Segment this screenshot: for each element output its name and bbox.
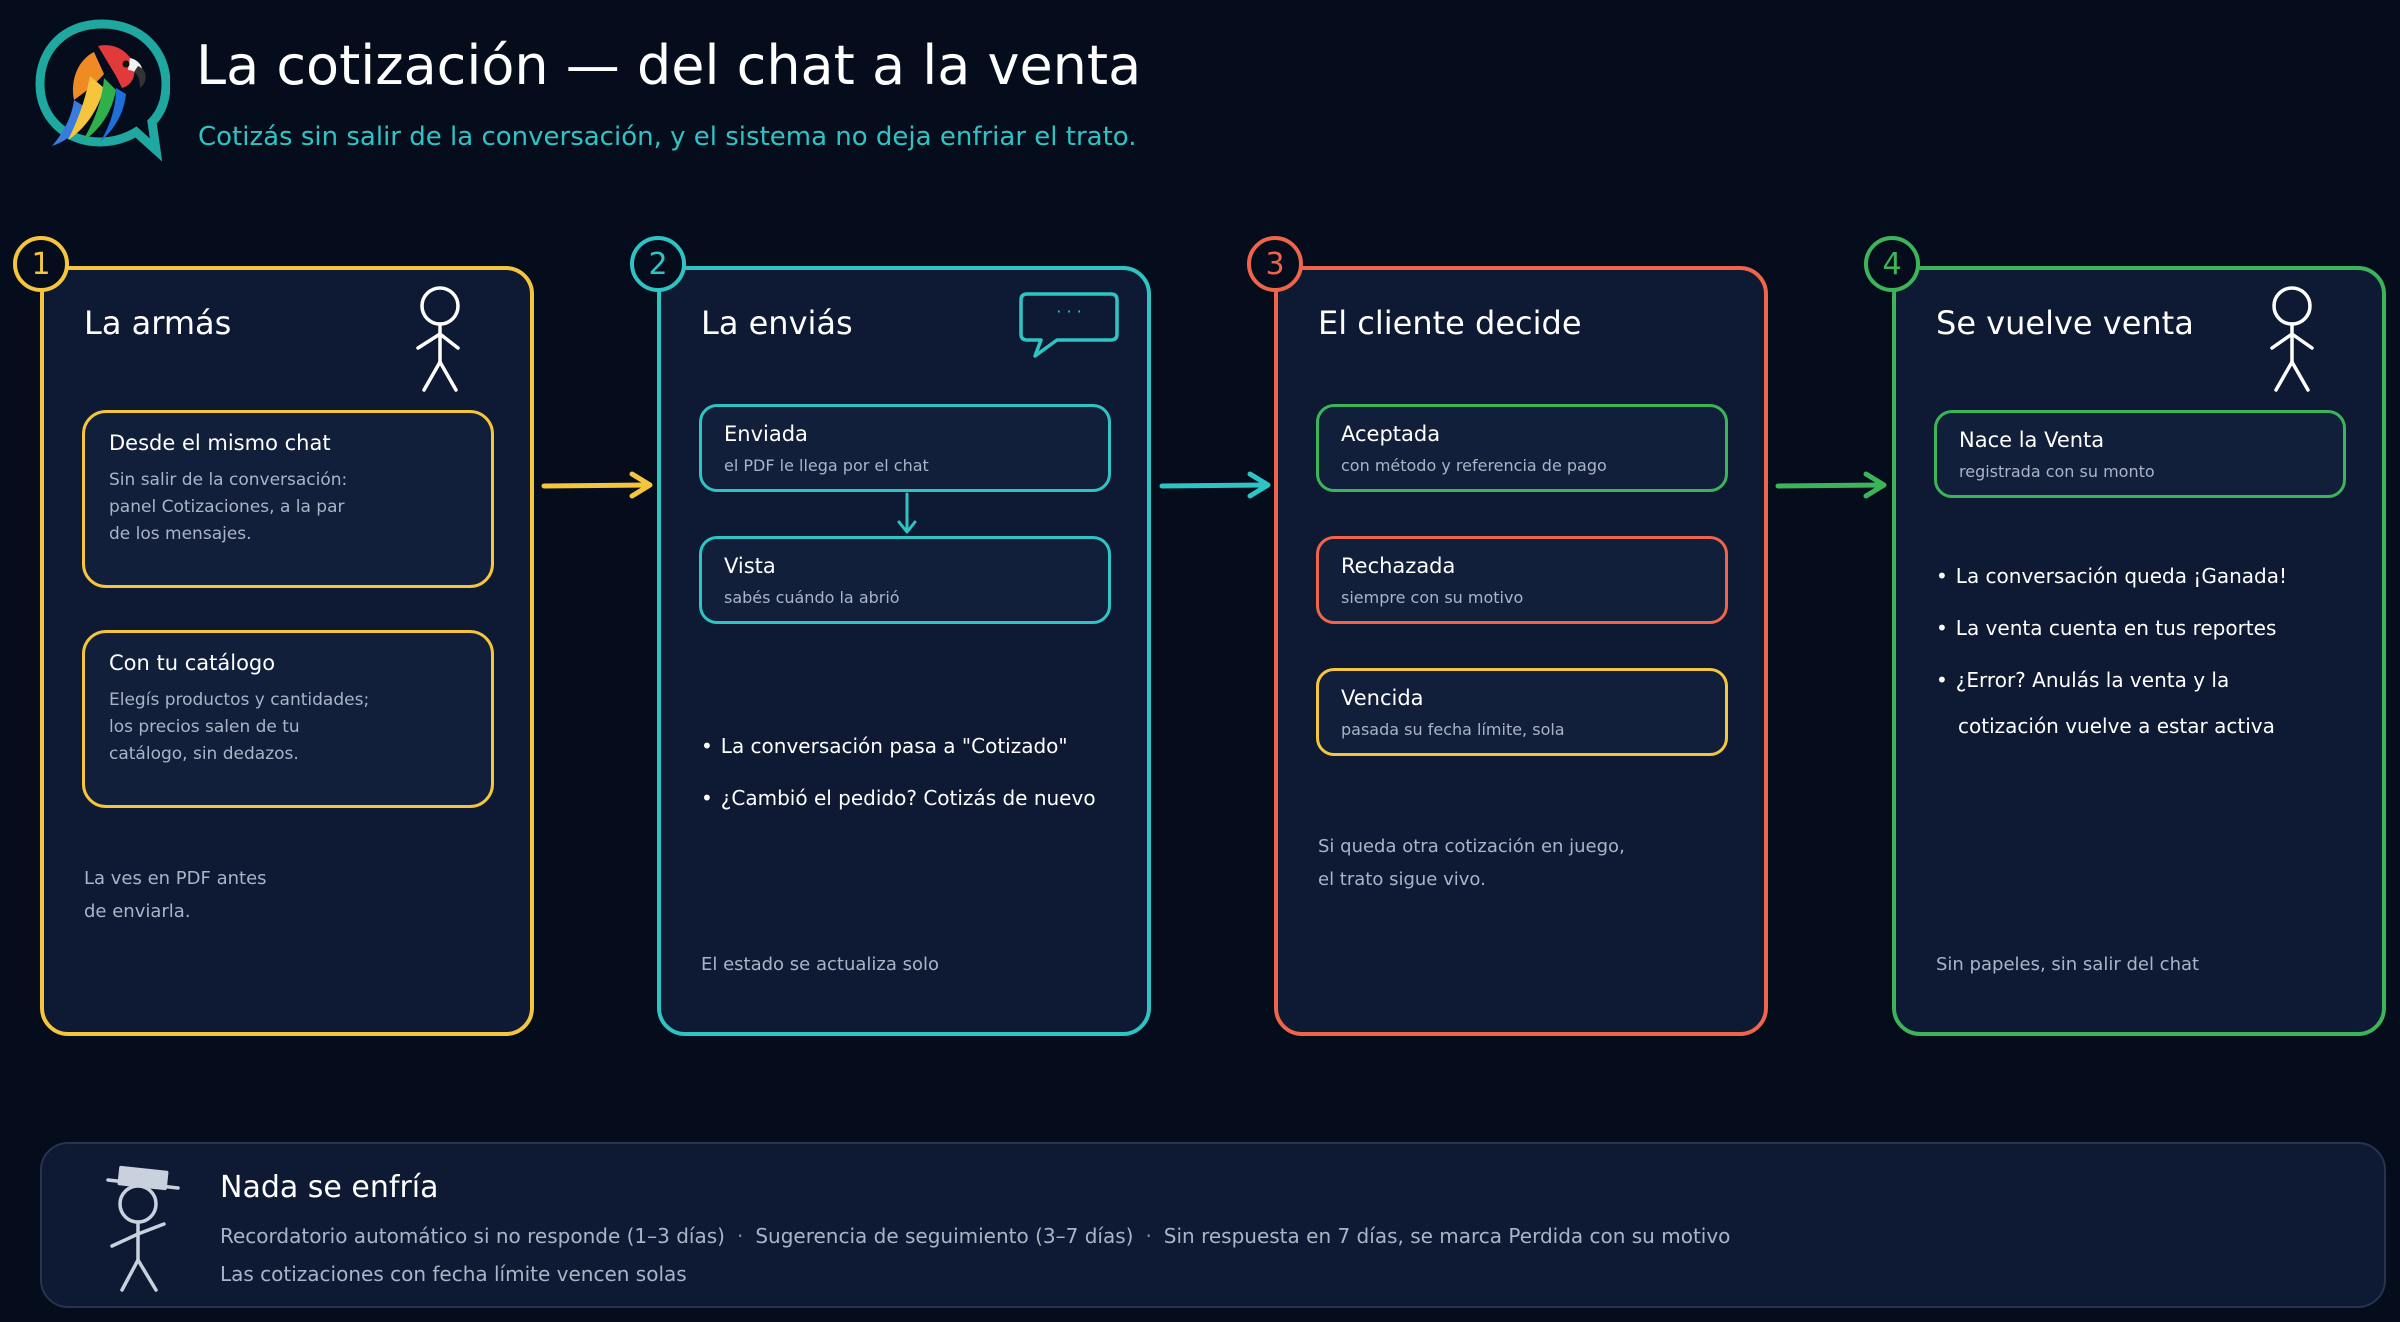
bottom-title: Nada se enfría — [220, 1170, 439, 1205]
step-title: El cliente decide — [1318, 304, 1582, 342]
reminder-line: Recordatorio automático si no responde (… — [220, 1224, 1730, 1248]
step-number-1: 1 — [13, 236, 69, 292]
box-line: Sin salir de la conversación: — [109, 470, 348, 490]
down-arrow-icon — [897, 492, 917, 534]
pill-text: sabés cuándo la abrió — [724, 588, 900, 607]
arrow-right-icon — [541, 471, 653, 499]
step-number-4: 4 — [1864, 236, 1920, 292]
separator: · — [736, 1224, 744, 1248]
box-line: de los mensajes. — [109, 524, 252, 544]
footnote-line: Si queda otra cotización en juego, — [1318, 836, 1625, 857]
parrot-logo — [34, 16, 171, 162]
pill-title: Enviada — [724, 422, 808, 446]
pill-text: el PDF le llega por el chat — [724, 456, 929, 475]
bullet-item: La conversación pasa a "Cotizado" — [701, 720, 1096, 772]
pill-title: Nace la Venta — [1959, 428, 2105, 452]
arrow-right-icon — [1159, 471, 1271, 499]
bottom-panel: Nada se enfría Recordatorio automático s… — [40, 1142, 2386, 1308]
step-card-4: Se vuelve venta Nace la Venta registrada… — [1892, 266, 2386, 1036]
pill-title: Vencida — [1341, 686, 1424, 710]
separator: · — [1145, 1224, 1152, 1248]
box-title: Con tu catálogo — [109, 651, 276, 675]
arrow-right-icon — [1775, 471, 1887, 499]
bullet-item: ¿Cambió el pedido? Cotizás de nuevo — [701, 772, 1096, 824]
footnote-line: el trato sigue vivo. — [1318, 869, 1486, 890]
pill-text: pasada su fecha límite, sola — [1341, 720, 1565, 739]
status-pill-rejected: Rechazada siempre con su motivo — [1316, 536, 1728, 624]
bullet-continuation: cotización vuelve a estar activa — [1958, 714, 2275, 738]
info-box-same-chat: Desde el mismo chat Sin salir de la conv… — [82, 410, 494, 588]
box-line: los precios salen de tu — [109, 717, 300, 737]
step-bullets: La conversación queda ¡Ganada! La venta … — [1936, 550, 2287, 746]
footnote-line: Sin papeles, sin salir del chat — [1936, 954, 2200, 975]
info-box-catalog: Con tu catálogo Elegís productos y canti… — [82, 630, 494, 808]
step-card-2: La enviás · · · Enviada el PDF le llega … — [657, 266, 1151, 1036]
step-bullets: La conversación pasa a "Cotizado" ¿Cambi… — [701, 720, 1096, 824]
pill-text: con método y referencia de pago — [1341, 456, 1607, 475]
step-footnote: El estado se actualiza solo — [701, 948, 939, 981]
footnote-line: El estado se actualiza solo — [701, 954, 939, 975]
step-title: La armás — [84, 304, 232, 342]
pill-title: Vista — [724, 554, 776, 578]
step-footnote: Si queda otra cotización en juego, el tr… — [1318, 830, 1625, 896]
pill-text: siempre con su motivo — [1341, 588, 1524, 607]
page-title: La cotización — del chat a la venta — [196, 34, 1142, 97]
reminder-item: Recordatorio automático si no responde (… — [220, 1224, 725, 1248]
footnote-line: La ves en PDF antes — [84, 868, 267, 889]
status-pill-sent: Enviada el PDF le llega por el chat — [699, 404, 1111, 492]
pill-text: registrada con su monto — [1959, 462, 2155, 481]
status-pill-viewed: Vista sabés cuándo la abrió — [699, 536, 1111, 624]
status-pill-expired: Vencida pasada su fecha límite, sola — [1316, 668, 1728, 756]
stick-figure-with-hat-icon — [106, 1165, 180, 1292]
box-line: catálogo, sin dedazos. — [109, 744, 299, 764]
expiry-note: Las cotizaciones con fecha límite vencen… — [220, 1262, 687, 1286]
pill-title: Aceptada — [1341, 422, 1441, 446]
step-title: Se vuelve venta — [1936, 304, 2194, 342]
stick-figure-icon — [416, 286, 460, 392]
footnote-line: de enviarla. — [84, 901, 191, 922]
bullet-item: La conversación queda ¡Ganada! — [1936, 550, 2287, 602]
step-footnote: La ves en PDF antes de enviarla. — [84, 862, 267, 928]
reminder-item: Sin respuesta en 7 días, se marca Perdid… — [1163, 1224, 1731, 1248]
bubble-dots: · · · — [1056, 302, 1082, 321]
status-pill-sale-born: Nace la Venta registrada con su monto — [1934, 410, 2346, 498]
step-title: La enviás — [701, 304, 853, 342]
speech-bubble-icon: · · · — [1017, 290, 1121, 362]
box-title: Desde el mismo chat — [109, 431, 331, 455]
box-line: panel Cotizaciones, a la par — [109, 497, 345, 517]
reminder-item: Sugerencia de seguimiento (3–7 días) — [755, 1224, 1134, 1248]
step-number-2: 2 — [630, 236, 686, 292]
status-pill-accepted: Aceptada con método y referencia de pago — [1316, 404, 1728, 492]
page-subtitle: Cotizás sin salir de la conversación, y … — [198, 122, 1137, 152]
bullet-item: ¿Error? Anulás la venta y la — [1936, 654, 2287, 706]
step-number-3: 3 — [1247, 236, 1303, 292]
step-footnote: Sin papeles, sin salir del chat — [1936, 948, 2199, 981]
step-card-3: El cliente decide Aceptada con método y … — [1274, 266, 1768, 1036]
pill-title: Rechazada — [1341, 554, 1456, 578]
stick-figure-icon — [2270, 286, 2314, 392]
bullet-item: La venta cuenta en tus reportes — [1936, 602, 2287, 654]
box-line: Elegís productos y cantidades; — [109, 690, 370, 710]
step-card-1: La armás Desde el mismo chat Sin salir d… — [40, 266, 534, 1036]
